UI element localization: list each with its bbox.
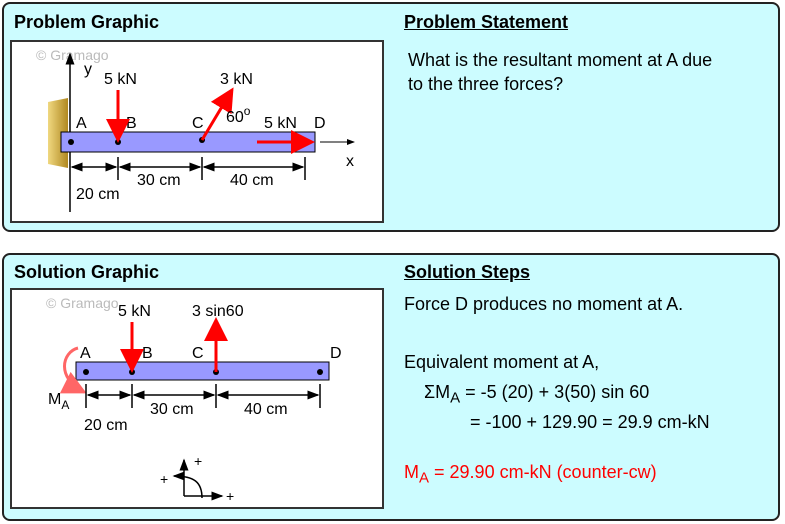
- label-d: D: [314, 115, 326, 132]
- step-1: Force D produces no moment at A.: [404, 294, 684, 314]
- beam: [75, 361, 330, 381]
- point-a: [83, 369, 89, 375]
- dim-30: 30 cm: [150, 401, 194, 418]
- problem-statement-title: Problem Statement: [404, 12, 569, 32]
- force-c-label: 3 sin60: [192, 303, 244, 320]
- label-a: A: [76, 115, 87, 132]
- problem-statement-line1: What is the resultant moment at A due: [408, 50, 713, 70]
- watermark: © Gramago: [46, 295, 119, 311]
- label-b: B: [126, 115, 137, 132]
- step-2: Equivalent moment at A,: [404, 352, 600, 372]
- x-axis-label: x: [346, 153, 354, 170]
- problem-diagram: © Gramago y A B C D 5 kN 3 kN 60o 5 kN x…: [10, 40, 384, 223]
- y-axis-label: y: [84, 61, 92, 78]
- problem-diagram-svg: © Gramago y A B C D 5 kN 3 kN 60o 5 kN x…: [36, 47, 355, 212]
- dim-40: 40 cm: [230, 172, 274, 189]
- label-c: C: [192, 345, 204, 362]
- label-a: A: [80, 345, 91, 362]
- sign-convention-icon: [172, 458, 224, 501]
- force-c-label: 3 kN: [220, 71, 253, 88]
- force-b-label: 5 kN: [118, 303, 151, 320]
- force-d-label: 5 kN: [264, 115, 297, 132]
- dim-40: 40 cm: [244, 401, 288, 418]
- result: MA = 29.90 cm-kN (counter-cw): [404, 462, 657, 487]
- dim-20: 20 cm: [76, 186, 120, 203]
- problem-graphic-title: Problem Graphic: [14, 12, 160, 32]
- label-c: C: [192, 115, 204, 132]
- force-b-label: 5 kN: [104, 71, 137, 88]
- label-b: B: [142, 345, 153, 362]
- moment-label: MA: [48, 391, 69, 412]
- moment-arrow: [59, 346, 87, 394]
- angle-label: 60o: [226, 104, 251, 126]
- solution-diagram-svg: © Gramago A B C D 5 kN 3 sin60 MA 20 cm …: [46, 295, 342, 504]
- dimension-lines: [85, 384, 321, 408]
- solution-diagram: © Gramago A B C D 5 kN 3 sin60 MA 20 cm …: [10, 288, 384, 509]
- point-a: [68, 139, 74, 145]
- dim-20: 20 cm: [84, 417, 128, 434]
- equation-1: ΣMA = -5 (20) + 3(50) sin 60: [424, 382, 650, 407]
- dimension-lines: [70, 157, 306, 180]
- point-d: [317, 369, 323, 375]
- solution-graphic-title: Solution Graphic: [14, 262, 160, 282]
- equation-2: = -100 + 129.90 = 29.9 cm-kN: [470, 412, 710, 432]
- sign-rot: +: [160, 471, 168, 487]
- sign-x: +: [226, 488, 234, 504]
- dim-30: 30 cm: [137, 172, 181, 189]
- label-d: D: [330, 345, 342, 362]
- solution-steps-title: Solution Steps: [404, 262, 530, 282]
- watermark: © Gramago: [36, 47, 109, 63]
- sign-y: +: [194, 453, 202, 469]
- problem-statement-line2: to the three forces?: [408, 74, 564, 94]
- force-c-arrow: [200, 87, 234, 141]
